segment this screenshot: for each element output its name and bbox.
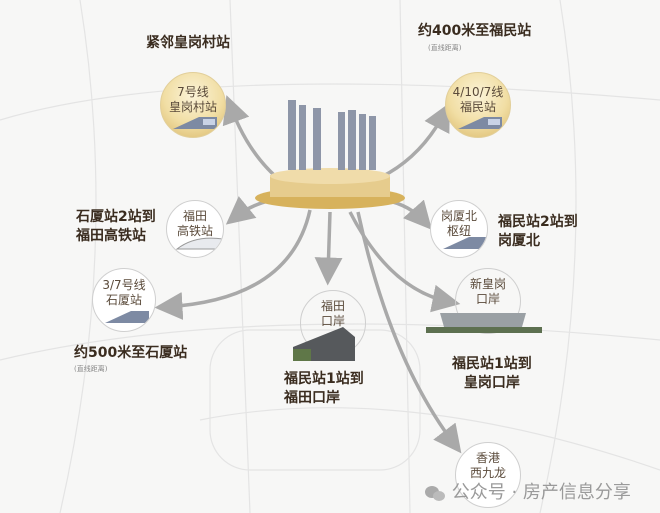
station-type: 枢纽 (446, 224, 471, 238)
station-name: 新皇岗 (469, 277, 506, 291)
metro-train-icon (105, 311, 149, 323)
station-name: 福田 (320, 299, 345, 313)
station-type: 口岸 (475, 292, 500, 306)
port-building-image (426, 313, 542, 333)
station-name: 福田 (182, 209, 207, 223)
label-fumin: 约400米至福民站 (418, 23, 532, 39)
station-name: 福民站 (459, 100, 496, 114)
station-name: 石厦站 (105, 293, 142, 307)
label-futian-port: 福民站1站到福田口岸 (284, 370, 364, 408)
note-fumin: (直线距离) (428, 44, 462, 52)
arrow-to-shixia (154, 209, 312, 320)
tower-buildings (288, 100, 376, 170)
label-line2: 福田口岸 (284, 390, 340, 406)
watermark: 公众号 · 房产信息分享 (424, 478, 631, 504)
arrow-to-fumin (374, 102, 450, 182)
project-podium (255, 100, 405, 209)
line-label: 4/10/7线 (452, 85, 504, 99)
station-huanggangcun: 7号线皇岗村站 (160, 72, 226, 138)
label-gangxiabei: 福民站2站到岗厦北 (498, 213, 578, 251)
watermark-text: 公众号 · 房产信息分享 (451, 482, 631, 503)
metro-train-icon (173, 117, 217, 129)
station-name: 皇岗村站 (168, 100, 217, 114)
label-line2: 岗厦北 (498, 233, 540, 249)
label-line1: 石厦站2站到 (76, 209, 156, 225)
label-shixia: 约500米至石厦站 (74, 345, 188, 361)
station-name-2: 西九龙 (469, 466, 506, 480)
line-label: 3/7号线 (102, 278, 146, 292)
metro-train-icon (443, 237, 487, 249)
high-speed-train-icon (175, 237, 223, 250)
label-line1: 福民站2站到 (498, 214, 578, 230)
label-line2: 福田高铁站 (76, 228, 146, 244)
label-huanggangcun: 紧邻皇岗村站 (146, 35, 230, 51)
station-gangxiabei: 岗厦北枢纽 (430, 200, 488, 258)
station-futian-port: 福田口岸 (293, 290, 366, 361)
station-west-kowloon: 香港西九龙 (455, 442, 521, 508)
station-name: 香港 (475, 451, 500, 465)
label-huanggang-port: 福民站1站到皇岗口岸 (452, 355, 532, 393)
label-line1: 福民站1站到 (452, 356, 532, 372)
label-futian-hsr: 石厦站2站到福田高铁站 (76, 208, 156, 246)
station-name: 岗厦北 (440, 209, 477, 223)
label-line2: 皇岗口岸 (463, 375, 520, 391)
station-fumin: 4/10/7线福民站 (445, 72, 511, 138)
arrow-to-futian-port (314, 211, 343, 286)
station-huanggang-port: 新皇岗口岸 (426, 268, 542, 334)
station-type: 口岸 (320, 314, 345, 328)
metro-train-icon (458, 117, 502, 129)
line-label: 7号线 (177, 85, 209, 99)
arrow-to-west-kowloon (356, 211, 462, 454)
station-type: 高铁站 (176, 224, 213, 238)
label-line1: 福民站1站到 (284, 371, 364, 387)
arrow-to-huanggang-port (348, 211, 461, 313)
note-shixia: (直线距离) (74, 365, 108, 373)
port-building-image (293, 327, 355, 361)
station-shixia: 3/7号线石厦站 (92, 268, 156, 332)
wechat-icon (425, 486, 445, 501)
station-futian-hsr: 福田高铁站 (166, 200, 224, 258)
